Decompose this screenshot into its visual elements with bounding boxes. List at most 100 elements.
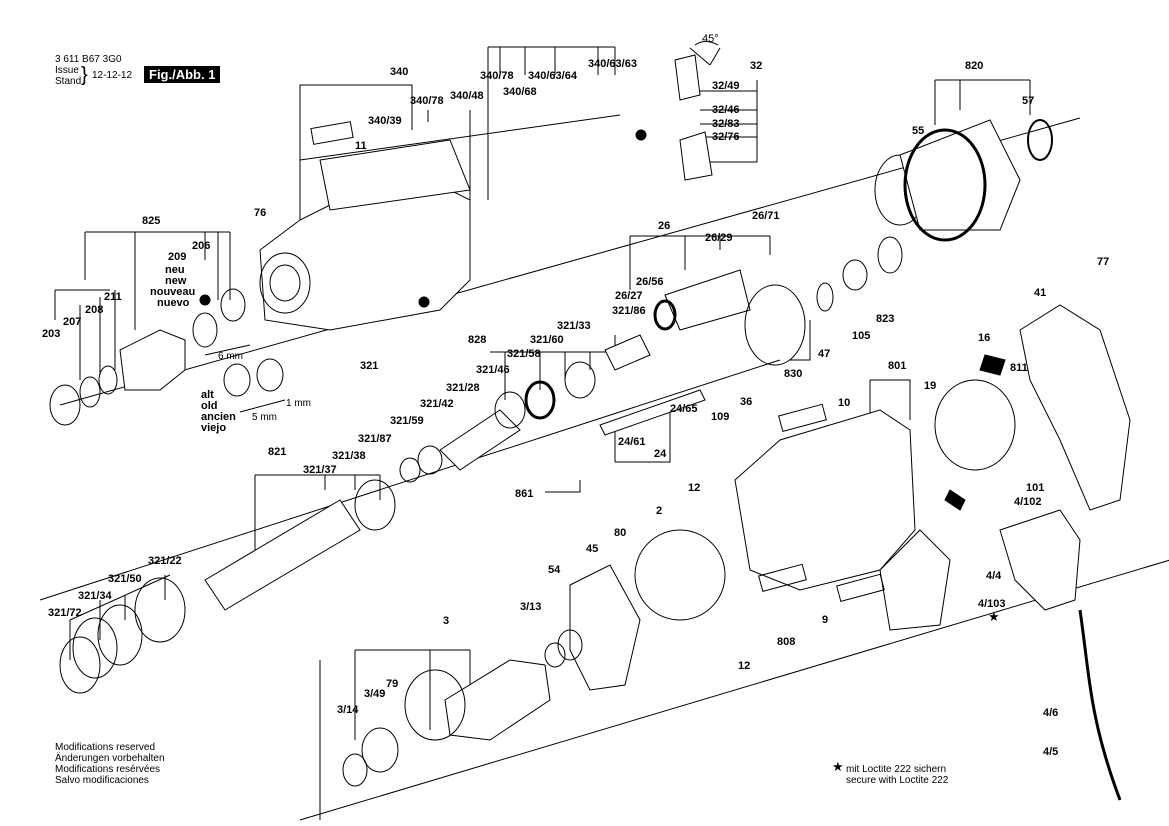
part-label: 321/86 [612, 305, 646, 317]
dimension-5mm: 5 mm [252, 412, 277, 423]
part-label: 208 [85, 304, 104, 316]
angle-label: 45° [702, 33, 719, 45]
viejo-label: viejo [201, 422, 227, 434]
new-label: new [165, 275, 187, 287]
part-label: 26 [658, 220, 671, 232]
part-label: 321/87 [358, 433, 392, 445]
dimension-1mm: 1 mm [286, 398, 311, 409]
modifications-note-en: Modifications reserved [55, 742, 156, 753]
part-label: 321/50 [108, 573, 142, 585]
loctite-note-de: mit Loctite 222 sichern [846, 764, 947, 775]
part-label: 26/27 [615, 290, 643, 302]
part-label: 340/78 [410, 95, 444, 107]
part-label: 32/76 [712, 131, 740, 143]
part-label: 340/68 [503, 86, 537, 98]
part-label: 105 [852, 330, 871, 342]
dimension-6mm: 6 mm [218, 351, 243, 362]
part-label: 4/6 [1043, 707, 1059, 719]
part-label: 16 [978, 332, 991, 344]
part-label: 321/60 [530, 334, 564, 346]
part-label: 340 [390, 66, 409, 78]
star-icon: ★ [988, 609, 1000, 624]
part-label: 3/14 [337, 704, 359, 716]
part-label: 24 [654, 448, 667, 460]
part-label: 340/39 [368, 115, 402, 127]
part-label: 47 [818, 348, 831, 360]
part-label: 57 [1022, 95, 1035, 107]
part-label: 321/42 [420, 398, 454, 410]
part-label: 3/49 [364, 688, 386, 700]
nouveau-label: nouveau [150, 286, 196, 298]
part-label: 26/71 [752, 210, 780, 222]
part-label: 80 [614, 527, 627, 539]
part-label: 211 [104, 291, 122, 303]
part-label: 321/37 [303, 464, 337, 476]
part-label: 823 [876, 313, 895, 325]
ancien-label: ancien [201, 411, 236, 423]
stand-label: Stand [55, 76, 82, 87]
part-label: 3 [443, 615, 450, 627]
part-label: 340/78 [480, 70, 514, 82]
part-label: 77 [1097, 256, 1110, 268]
part-label: 101 [1026, 482, 1045, 494]
part-label: 321 [360, 360, 379, 372]
part-label: 36 [740, 396, 753, 408]
part-label: 45 [586, 543, 599, 555]
modifications-note-es: Salvo modificaciones [55, 775, 149, 786]
part-label: 340/63/63 [588, 58, 637, 70]
part-label: 808 [777, 636, 796, 648]
part-label: 3/13 [520, 601, 542, 613]
part-label: 801 [888, 360, 907, 372]
modifications-note-de: Änderungen vorbehalten [55, 753, 165, 764]
part-label: 79 [386, 678, 399, 690]
star-icon: ★ [832, 759, 844, 774]
part-label: 12 [688, 482, 701, 494]
part-label: 4/4 [986, 570, 1002, 582]
part-label: 10 [838, 397, 851, 409]
modifications-note-fr: Modifications resérvées [55, 764, 161, 775]
part-label: 321/59 [390, 415, 424, 427]
part-label: 321/72 [48, 607, 82, 619]
part-label: 861 [515, 488, 534, 500]
part-label: 321/38 [332, 450, 366, 462]
part-label: 321/58 [507, 348, 541, 360]
part-label: 32/49 [712, 80, 740, 92]
part-label: 830 [784, 368, 803, 380]
part-label: 19 [924, 380, 937, 392]
part-label: 4/102 [1014, 496, 1042, 508]
part-label: 55 [912, 125, 925, 137]
part-label: 207 [63, 316, 82, 328]
part-label: 12 [738, 660, 751, 672]
part-label: 825 [142, 215, 161, 227]
part-label: 24/61 [618, 436, 646, 448]
part-label: 24/65 [670, 403, 698, 415]
part-label: 828 [468, 334, 487, 346]
part-label: 321/34 [78, 590, 112, 602]
part-label: 321/33 [557, 320, 591, 332]
issue-brace: } [81, 64, 88, 86]
part-label: 4/5 [1043, 746, 1059, 758]
part-label: 9 [822, 614, 829, 626]
part-label: 820 [965, 60, 984, 72]
part-label: 209 [168, 251, 187, 263]
part-label: 340/63/64 [528, 70, 577, 82]
part-label: 321/22 [148, 555, 182, 567]
figure-tag: Fig./Abb. 1 [144, 66, 221, 83]
part-label: 32/46 [712, 104, 740, 116]
part-label: 54 [548, 564, 561, 576]
alt-label: alt [201, 389, 214, 401]
part-label: 4/103 [978, 598, 1006, 610]
part-label: 109 [711, 411, 730, 423]
part-label: 321/46 [476, 364, 510, 376]
part-label: 26/29 [705, 232, 733, 244]
issue-label: Issue [55, 65, 79, 76]
part-label: 76 [254, 207, 267, 219]
part-label: 321/28 [446, 382, 480, 394]
part-label: 811 [1010, 362, 1028, 374]
part-label: 340/48 [450, 90, 484, 102]
issue-date: 12-12-12 [92, 70, 133, 81]
part-label: 32/83 [712, 118, 740, 130]
part-label: 32 [750, 60, 763, 72]
